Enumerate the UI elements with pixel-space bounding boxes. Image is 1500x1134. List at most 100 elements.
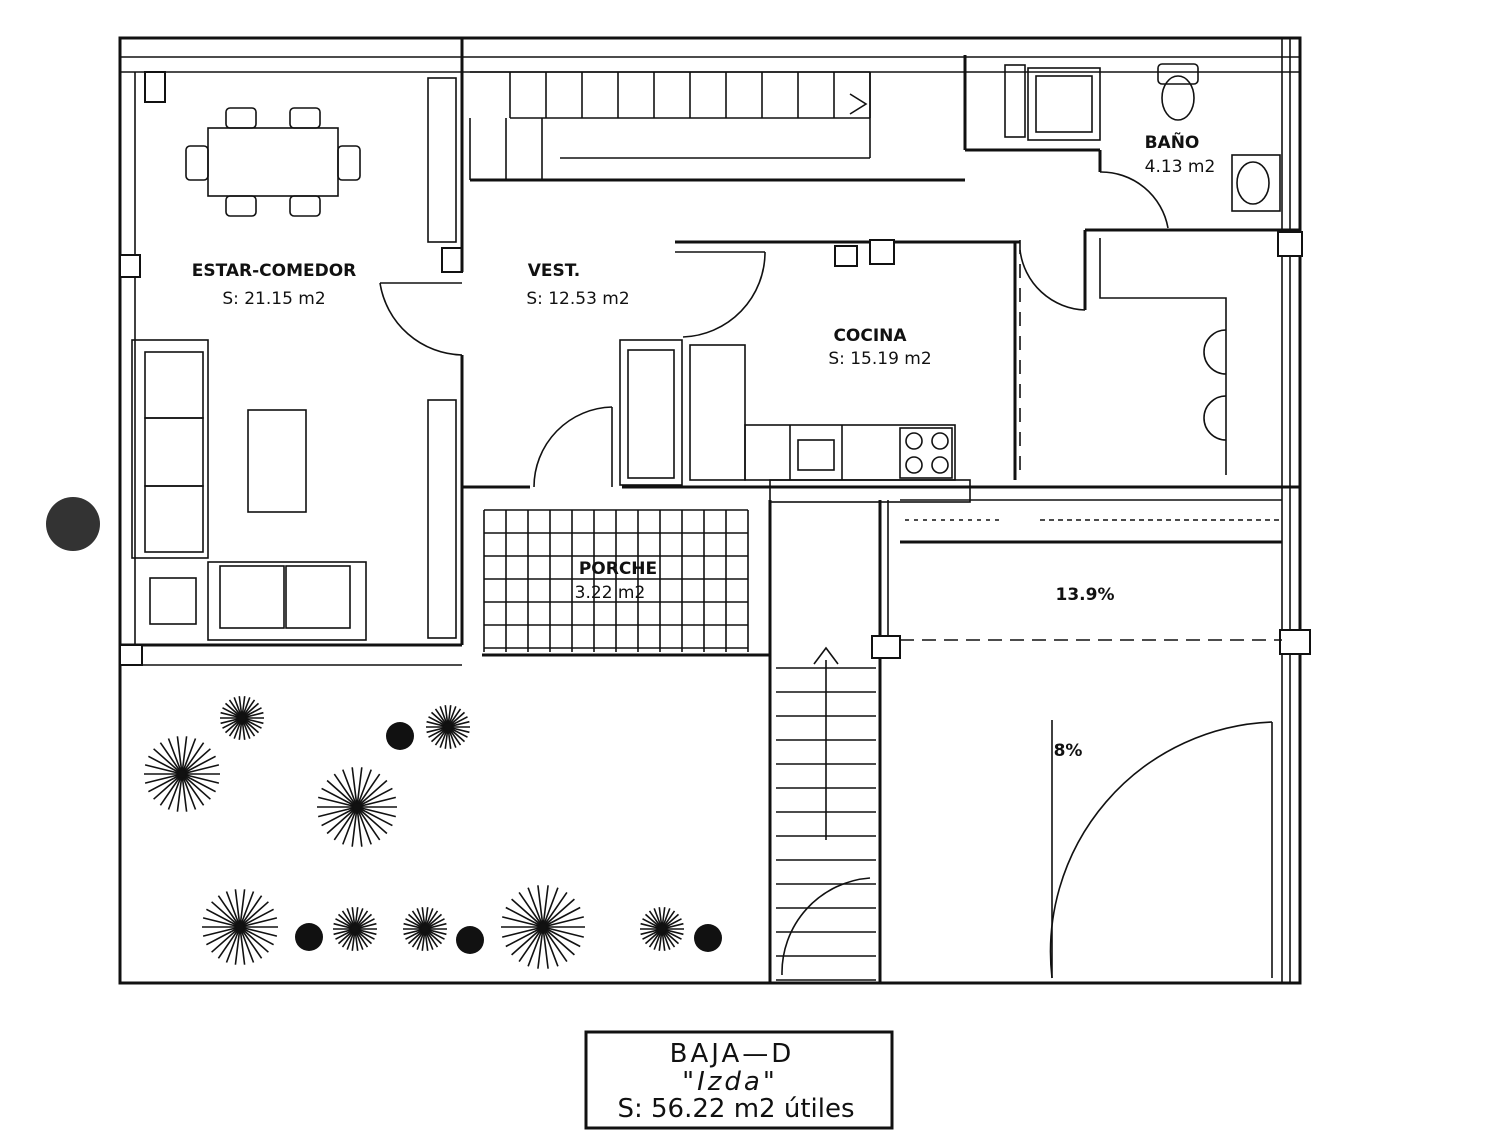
plant-ray [505, 926, 544, 948]
plant-ray [159, 773, 183, 806]
plant-ray [181, 736, 188, 775]
plant-center [444, 723, 452, 731]
plant-ray [505, 906, 544, 928]
plant-ray [239, 926, 246, 965]
plant-symbol [501, 885, 585, 969]
plant-ray [542, 906, 581, 928]
plant-ray [518, 926, 544, 963]
plant-symbol [403, 907, 447, 951]
plant-center [658, 925, 666, 933]
title-level: BAJA—D [670, 1039, 795, 1069]
plant-ray [153, 773, 183, 800]
plant-ray [542, 916, 584, 928]
plant-ray [511, 926, 544, 956]
plant-ray [333, 773, 358, 808]
plant-symbol [220, 696, 264, 740]
plant-ray [206, 926, 241, 946]
plant-ray [356, 779, 388, 808]
plant-ray [202, 926, 241, 937]
plant-ray [527, 887, 544, 928]
plant-ray [239, 926, 263, 959]
estar-comedor-name: ESTAR-COMEDOR [192, 261, 357, 281]
plant-ray [181, 773, 220, 784]
plant-ray [234, 889, 241, 928]
plant-symbol [456, 926, 484, 954]
plant-ray [239, 917, 278, 928]
plant-ray [211, 901, 241, 928]
plant-ray [181, 773, 216, 793]
shrub-dot [456, 926, 484, 954]
shrub-dot [295, 923, 323, 951]
vestibulo-name: VEST. [528, 261, 581, 281]
plant-center [351, 925, 359, 933]
plant-ray [148, 773, 183, 793]
plant-symbol [333, 907, 377, 951]
plant-ray [217, 926, 241, 959]
plant-ray [542, 926, 575, 956]
plant-symbol [426, 705, 470, 749]
plant-ray [234, 926, 241, 965]
garden-plants [144, 696, 722, 969]
stairs-top [469, 71, 871, 180]
plant-ray [542, 926, 584, 938]
porche-area: 3.22 m2 [575, 583, 646, 603]
cocina-area: S: 15.19 m2 [828, 349, 931, 369]
plant-ray [144, 764, 183, 775]
plant-ray [326, 806, 358, 835]
plant-ray [181, 742, 205, 775]
bano-area: 4.13 m2 [1145, 157, 1216, 177]
plant-ray [527, 926, 544, 967]
outer-walls [118, 36, 1311, 985]
bathroom-fixtures [1004, 63, 1281, 212]
dining-table [185, 107, 361, 217]
coffee-table [247, 409, 307, 513]
plant-ray [356, 806, 393, 827]
plant-ray [542, 891, 568, 928]
plant-ray [518, 891, 544, 928]
plant-ray [351, 806, 358, 847]
sofa-left [131, 339, 209, 559]
plant-center [421, 925, 429, 933]
estar-comedor-area: S: 21.15 m2 [222, 289, 325, 309]
plant-ray [181, 748, 211, 775]
plant-ray [502, 916, 544, 928]
plant-ray [239, 926, 274, 946]
plant-ray [217, 895, 241, 928]
wardrobe-shelves [1203, 329, 1227, 441]
plant-ray [318, 806, 358, 818]
plant-ray [167, 738, 183, 775]
plant-ray [318, 796, 358, 808]
plant-center [238, 714, 246, 722]
kitchen-counter [619, 339, 956, 486]
plant-ray [176, 736, 183, 775]
plant-ray [239, 895, 263, 928]
plant-ray [356, 806, 363, 847]
plant-ray [225, 926, 241, 963]
plant-ray [542, 885, 549, 928]
plant-ray [159, 742, 183, 775]
plant-ray [239, 908, 274, 928]
plant-ray [181, 738, 197, 775]
plant-ray [542, 926, 581, 948]
plant-ray [181, 773, 205, 806]
plant-ray [342, 769, 358, 808]
plant-ray [211, 926, 241, 953]
plant-center [539, 923, 547, 931]
plant-ray [333, 806, 358, 841]
plant-ray [542, 887, 559, 928]
plant-ray [326, 779, 358, 808]
porche-name: PORCHE [579, 559, 657, 579]
plant-ray [511, 898, 544, 928]
hole-punch [46, 497, 100, 551]
sofa-bottom [149, 561, 367, 641]
plant-ray [342, 806, 358, 845]
plant-ray [181, 764, 220, 775]
plant-center [236, 923, 244, 931]
plant-ray [537, 926, 544, 969]
title-block: BAJA—D "Izda" S: 56.22 m2 útiles [584, 1030, 894, 1130]
plant-ray [356, 806, 372, 845]
shrub-dot [386, 722, 414, 750]
plant-ray [542, 926, 549, 969]
plant-ray [542, 926, 559, 967]
